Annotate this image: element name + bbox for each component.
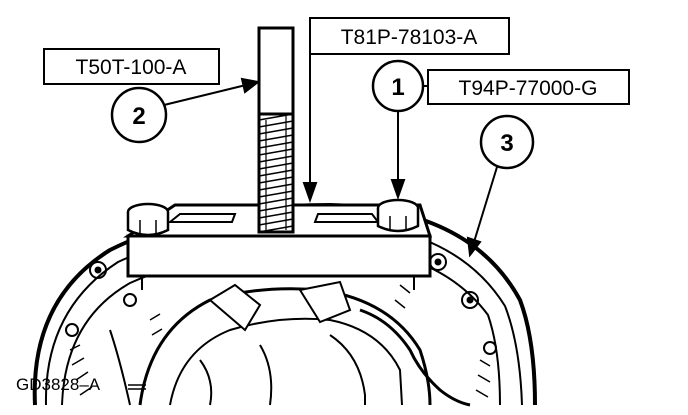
arrowhead-bar [302,182,318,204]
callout-3: 3 [479,114,535,170]
forcing-screw [257,26,295,234]
callout-3-number: 3 [500,130,513,157]
pump-housing [32,202,537,407]
label-puller-bar: T81P-78103-A [309,17,510,55]
arrowhead-2 [240,77,261,94]
label-puller-attachment-text: T94P-77000-G [459,77,598,100]
right-attaching-bolt [376,198,420,233]
callout-2: 2 [110,86,168,144]
arrowhead-3 [466,236,482,258]
label-puller-bar-text: T81P-78103-A [341,26,478,49]
arrowhead-1 [390,179,406,201]
callout-2-number: 2 [132,103,145,130]
label-forcing-screw-text: T50T-100-A [76,56,187,79]
figure-code: GD3828–A [16,375,146,394]
left-attaching-bolt [126,202,170,237]
callout-1-number: 1 [391,74,404,101]
label-puller-attachment: T94P-77000-G [427,69,630,105]
callout-1: 1 [371,59,425,113]
figure-code-text: GD3828–A [16,375,101,394]
label-forcing-screw: T50T-100-A [43,48,220,85]
leader-lines [163,48,498,258]
